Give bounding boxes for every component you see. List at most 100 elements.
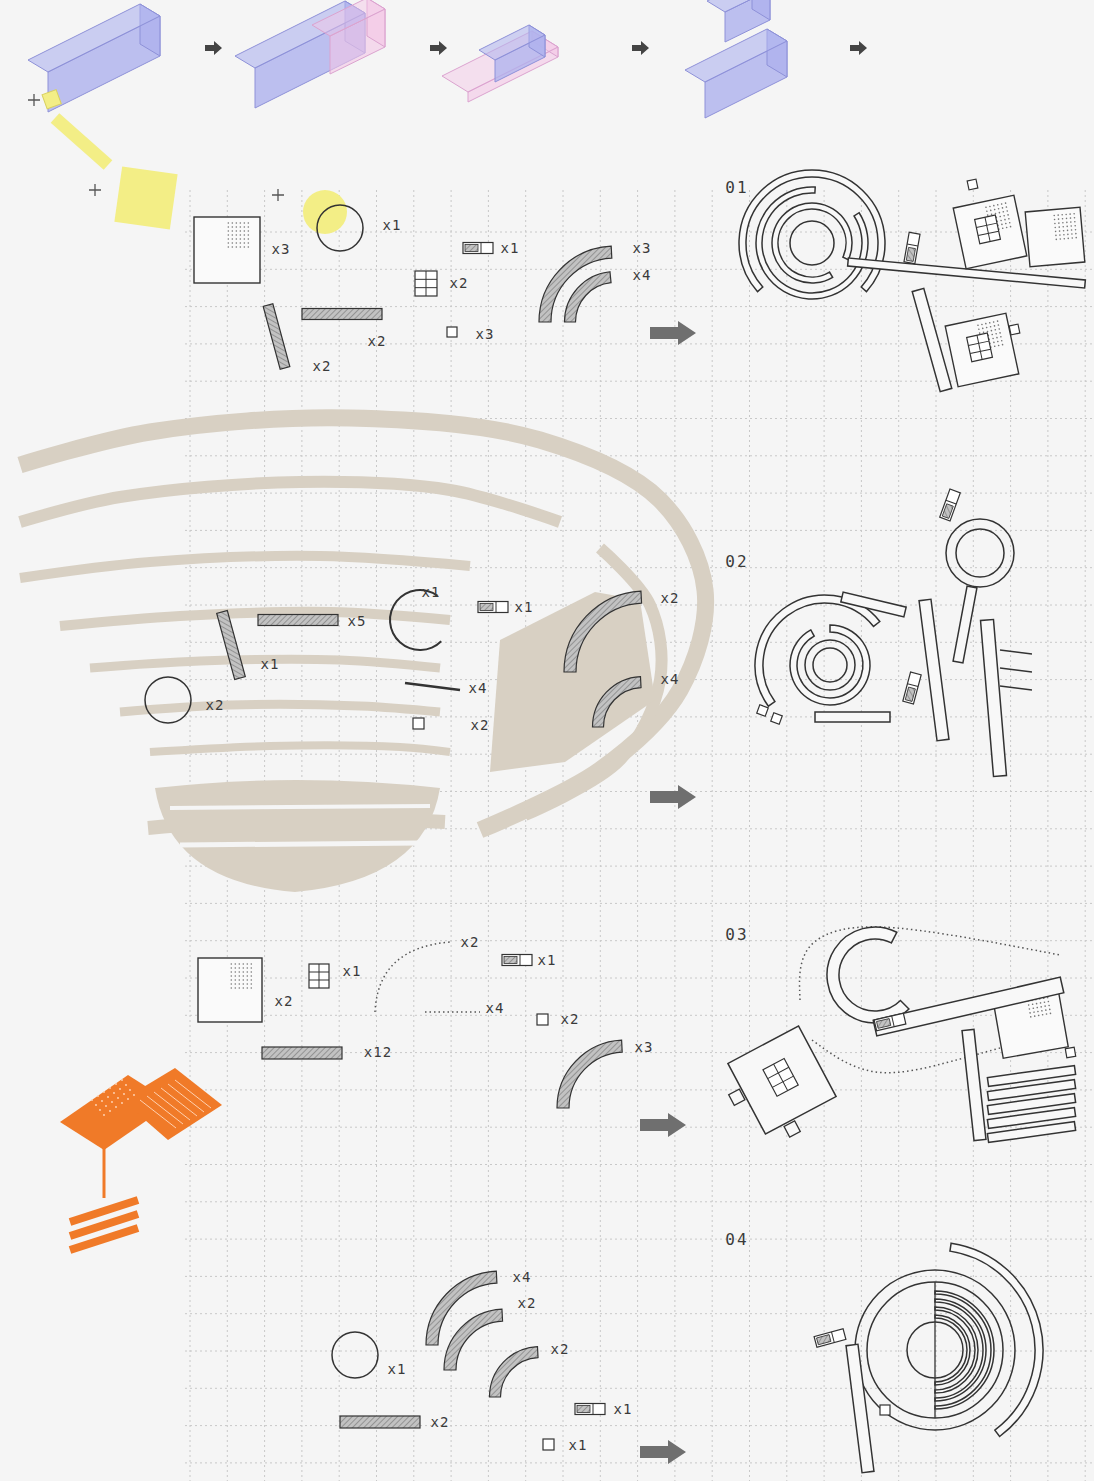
block-outline [502, 955, 532, 966]
room-dot [1074, 217, 1076, 219]
count-label: x3 [635, 1040, 654, 1054]
room-dot [1002, 227, 1004, 229]
component-kits [145, 205, 696, 1464]
room-dot [236, 230, 238, 232]
dotted-path [375, 942, 450, 1012]
panel-dot [115, 1083, 117, 1085]
room-dot [1067, 230, 1069, 232]
spiral-band [20, 482, 560, 522]
room-dot [1000, 219, 1002, 221]
count-label: x1 [388, 1362, 407, 1376]
panel-dot [107, 1096, 109, 1098]
room-dot [242, 987, 244, 989]
grid-outline [415, 271, 437, 296]
room-dot [1074, 221, 1076, 223]
room-dot [1075, 237, 1077, 239]
room-dot [1034, 1015, 1036, 1017]
room-dot [250, 975, 252, 977]
panel-dot [109, 1110, 111, 1112]
grid-line [1010, 190, 1011, 1481]
grid-line [185, 1276, 1094, 1277]
count-label: x2 [518, 1296, 537, 1310]
block-divider [946, 500, 956, 504]
panel-dot [105, 1105, 107, 1107]
room-dot [1055, 239, 1057, 241]
room-dot [1075, 233, 1077, 235]
room-dot [244, 238, 246, 240]
striped-block [874, 1013, 906, 1030]
count-label: x12 [364, 1045, 392, 1059]
room-dot [238, 979, 240, 981]
block-outline [575, 1404, 605, 1415]
straight-wall [217, 611, 246, 680]
grid-mullion [774, 1064, 788, 1090]
circle-outline [332, 1332, 378, 1378]
count-label: x1 [538, 953, 557, 967]
grid-mullion [426, 271, 427, 296]
panel-stripe [175, 1080, 211, 1108]
room-dot [1001, 340, 1003, 342]
room-dot [246, 963, 248, 965]
panel-dot [119, 1088, 121, 1090]
room-dot [993, 321, 995, 323]
block-divider [520, 955, 521, 966]
process-arrow [430, 41, 447, 55]
curved-wall [565, 272, 612, 322]
panel-dot [117, 1097, 119, 1099]
small-square [1009, 324, 1020, 335]
result-arrow [650, 321, 696, 345]
block-outline [940, 489, 961, 521]
room-dot [986, 210, 988, 212]
circle-outline [946, 519, 1014, 587]
room-dot [1002, 207, 1004, 209]
small-square [1065, 1047, 1075, 1057]
panel-dot [97, 1095, 99, 1097]
panel-dot [109, 1087, 111, 1089]
room-dot [1006, 210, 1008, 212]
count-label: x2 [561, 1012, 580, 1026]
room-dot [236, 222, 238, 224]
room-dot [994, 329, 996, 331]
block-divider [593, 1404, 594, 1415]
room-dot [228, 238, 230, 240]
plan-wall [912, 288, 952, 391]
room-dot [236, 238, 238, 240]
orange-post [103, 1148, 106, 1198]
room-dot [1001, 223, 1003, 225]
grid-line [185, 306, 1094, 307]
room-dot [986, 327, 988, 329]
room-dot [1005, 206, 1007, 208]
plan-wall [846, 1344, 874, 1473]
spiral-band [120, 704, 440, 712]
count-label: x4 [513, 1270, 532, 1284]
room-dot [1054, 219, 1056, 221]
room-dot [244, 242, 246, 244]
ring-wall [772, 203, 852, 283]
wall-outline [841, 592, 906, 617]
room-dot [985, 323, 987, 325]
straight-wall [302, 309, 382, 320]
room-dot [1055, 231, 1057, 233]
room-square [198, 958, 262, 1022]
option-number: 02 [725, 554, 748, 570]
room-dot [1067, 237, 1069, 239]
room-dot [238, 975, 240, 977]
plan-tick [1000, 668, 1032, 672]
room-dot [990, 326, 992, 328]
room-dot [1038, 1015, 1040, 1017]
room-dot [1071, 237, 1073, 239]
room-dot [1037, 1011, 1039, 1013]
room-dot [1054, 227, 1056, 229]
count-label: x2 [661, 591, 680, 605]
room-dot [230, 967, 232, 969]
grid-line [185, 1127, 1094, 1128]
yellow-square [42, 90, 61, 109]
curved-wall [444, 1309, 503, 1370]
grid-line [185, 903, 1094, 904]
option-number: 01 [725, 180, 748, 196]
room-dot [1030, 1016, 1032, 1018]
grid-line [786, 190, 787, 1481]
room-dot [234, 971, 236, 973]
plan-wall [873, 977, 1064, 1036]
room-dot [999, 216, 1001, 218]
